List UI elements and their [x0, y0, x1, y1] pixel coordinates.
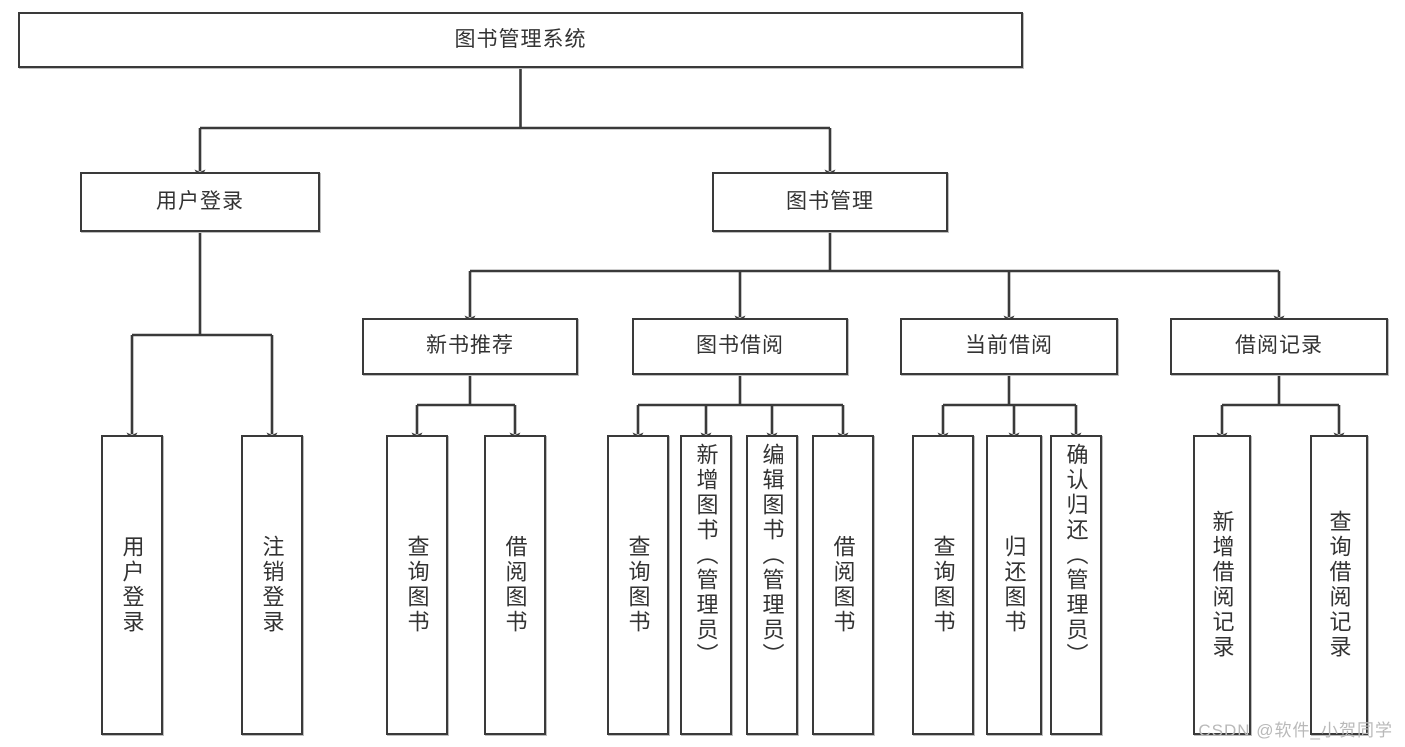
node-l3-current[interactable]: 当前借阅 [900, 318, 1118, 375]
node-label: 编辑图书（管理员） [759, 443, 785, 668]
node-leaf-c-return[interactable]: 归还图书 [986, 435, 1042, 735]
node-leaf-new-query[interactable]: 查询图书 [386, 435, 448, 735]
node-label: 查询图书 [930, 535, 956, 635]
node-leaf-b-edit[interactable]: 编辑图书（管理员） [746, 435, 798, 735]
node-label: 查询图书 [625, 535, 651, 635]
node-leaf-c-confirm[interactable]: 确认归还（管理员） [1050, 435, 1102, 735]
node-label: 新增图书（管理员） [693, 443, 719, 668]
node-label: 查询图书 [404, 535, 430, 635]
node-label: 借阅记录 [1235, 334, 1323, 358]
node-label: 图书管理 [786, 189, 874, 213]
node-l2-user[interactable]: 用户登录 [80, 172, 320, 232]
node-root[interactable]: 图书管理系统 [18, 12, 1023, 68]
node-label: 当前借阅 [965, 334, 1053, 358]
node-label: 借阅图书 [502, 535, 528, 635]
node-l3-borrow[interactable]: 图书借阅 [632, 318, 848, 375]
node-leaf-r-add[interactable]: 新增借阅记录 [1193, 435, 1251, 735]
node-label: 查询借阅记录 [1326, 510, 1352, 660]
node-l3-new[interactable]: 新书推荐 [362, 318, 578, 375]
node-leaf-r-query[interactable]: 查询借阅记录 [1310, 435, 1368, 735]
watermark-text: CSDN @软件_小贺同学 [1198, 721, 1393, 740]
node-label: 图书管理系统 [454, 27, 587, 51]
node-leaf-new-borrow[interactable]: 借阅图书 [484, 435, 546, 735]
node-leaf-b-lend[interactable]: 借阅图书 [812, 435, 874, 735]
node-label: 借阅图书 [830, 535, 856, 635]
node-leaf-c-query[interactable]: 查询图书 [912, 435, 974, 735]
node-label: 注销登录 [259, 535, 285, 635]
node-leaf-user-login[interactable]: 用户登录 [101, 435, 163, 735]
node-label: 归还图书 [1001, 535, 1027, 635]
node-l3-record[interactable]: 借阅记录 [1170, 318, 1388, 375]
node-label: 新书推荐 [426, 334, 514, 358]
node-label: 确认归还（管理员） [1063, 443, 1089, 668]
node-label: 新增借阅记录 [1209, 510, 1235, 660]
node-label: 用户登录 [119, 535, 145, 635]
node-label: 用户登录 [156, 189, 244, 213]
node-l2-book[interactable]: 图书管理 [712, 172, 948, 232]
node-leaf-user-logout[interactable]: 注销登录 [241, 435, 303, 735]
node-leaf-b-query[interactable]: 查询图书 [607, 435, 669, 735]
node-label: 图书借阅 [696, 334, 784, 358]
node-leaf-b-add[interactable]: 新增图书（管理员） [680, 435, 732, 735]
